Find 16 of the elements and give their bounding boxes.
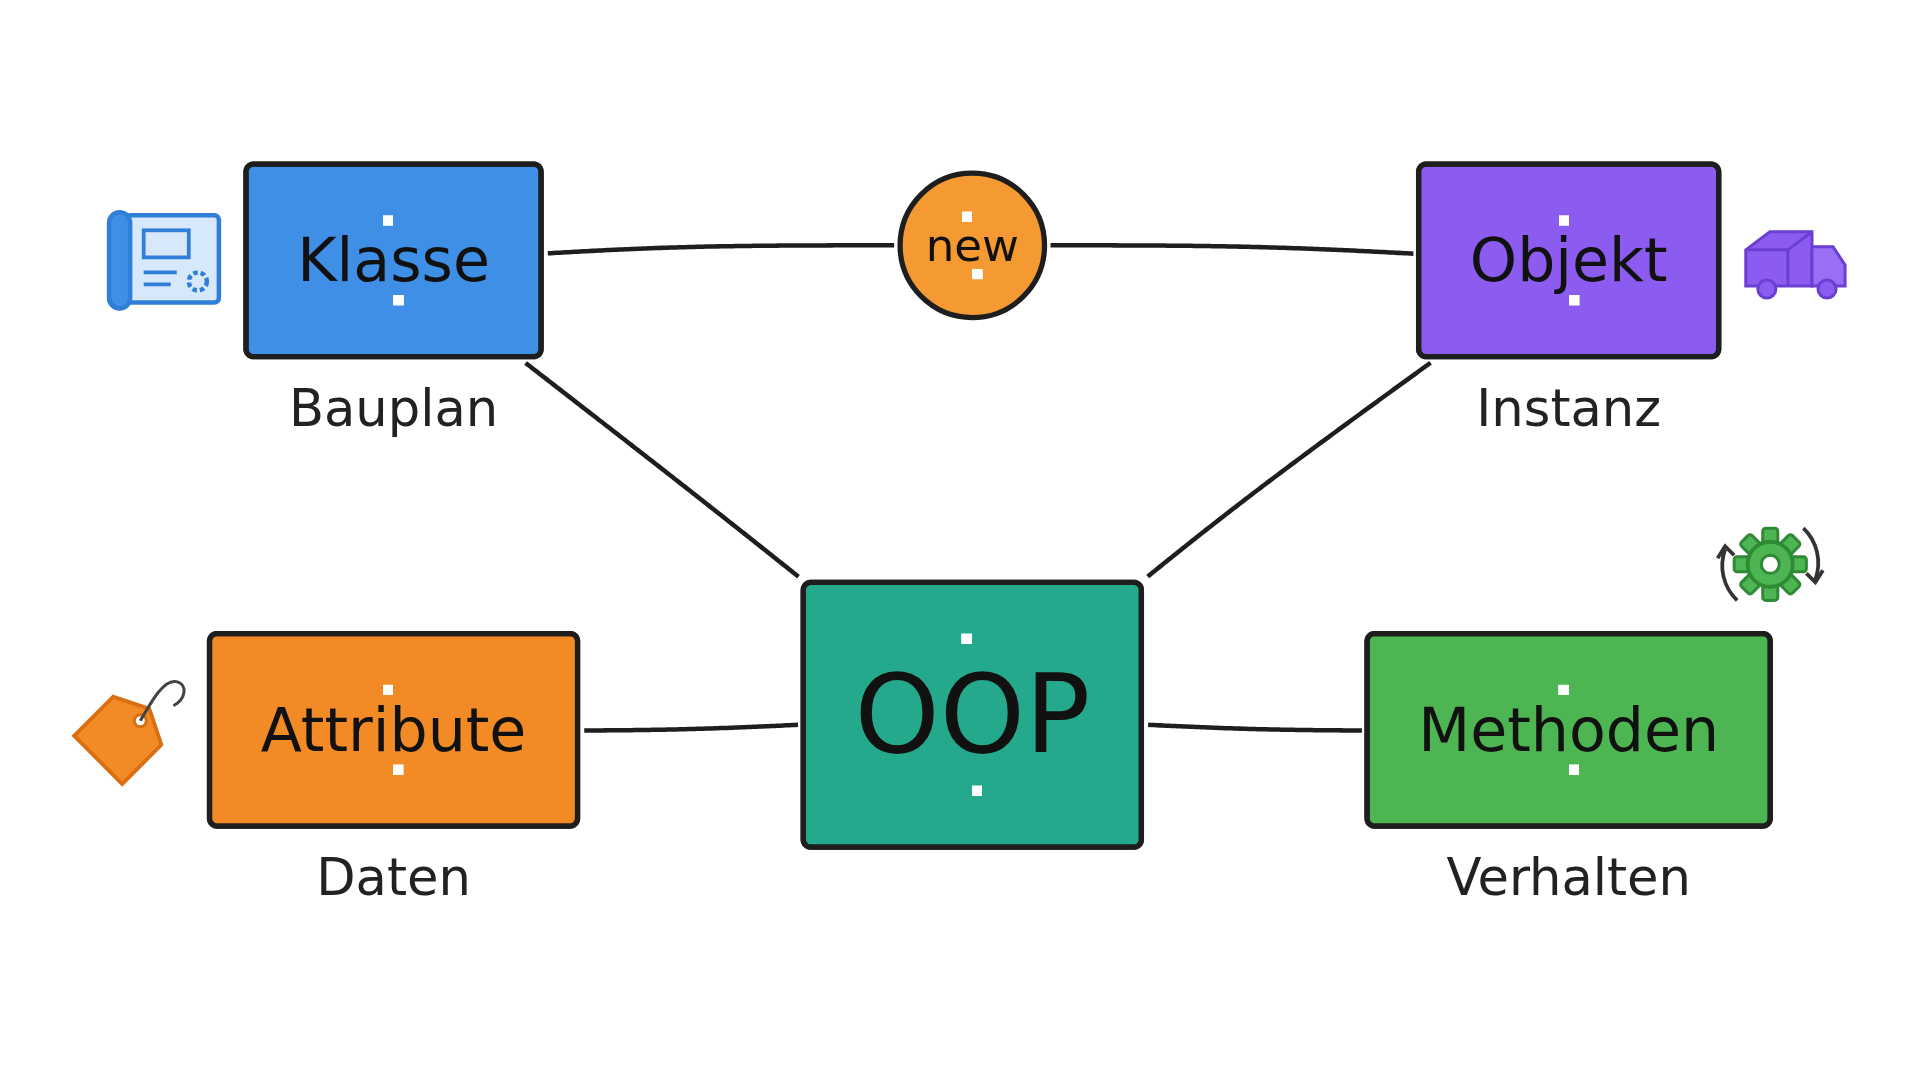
connector-line bbox=[1146, 360, 1433, 579]
node-caption: Verhalten bbox=[1446, 848, 1692, 908]
node-caption: Bauplan bbox=[289, 378, 499, 438]
keyword-circle: new bbox=[897, 170, 1048, 321]
topic-box: Objekt bbox=[1416, 161, 1722, 360]
topic-box: Methoden bbox=[1364, 630, 1774, 829]
node-caption: Instanz bbox=[1476, 378, 1662, 438]
connector-line bbox=[1050, 242, 1414, 256]
topic-box: Klasse bbox=[243, 161, 545, 360]
connector-line bbox=[548, 242, 895, 256]
node-caption: Daten bbox=[316, 848, 472, 908]
connector-line bbox=[584, 722, 799, 733]
connector-line bbox=[524, 361, 801, 579]
topic-box: OOP bbox=[801, 579, 1145, 850]
connector-line bbox=[1148, 722, 1363, 733]
topic-box: Attribute bbox=[207, 630, 581, 829]
